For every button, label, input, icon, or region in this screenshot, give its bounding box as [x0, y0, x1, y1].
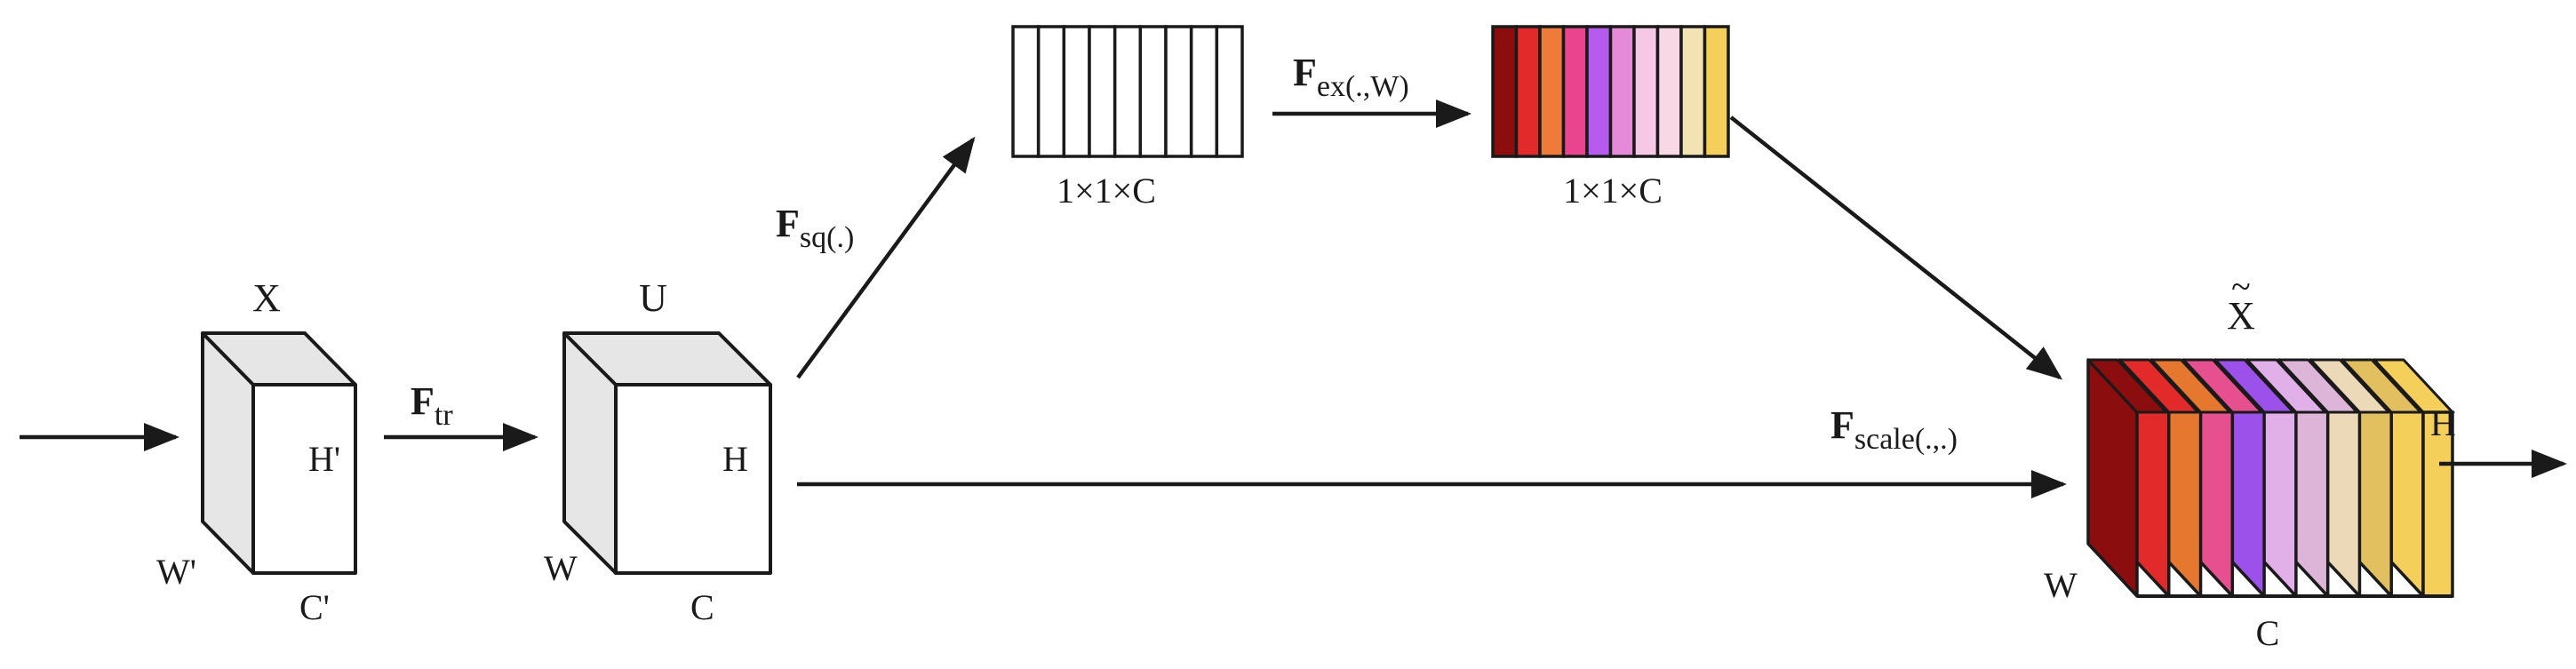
squeeze-vector-cell	[1011, 25, 1041, 158]
excite-vector-cell	[1491, 25, 1519, 158]
squeeze-vector-cell	[1036, 25, 1066, 158]
mid-cube-front-face	[614, 383, 772, 575]
squeeze-label-sub: sq(.)	[800, 221, 854, 254]
excite-vector-cell	[1585, 25, 1613, 158]
output-cube-width-label: W	[2044, 565, 2078, 605]
excite-vector-cell	[1514, 25, 1542, 158]
squeeze-vector-cell	[1088, 25, 1117, 158]
excite-label-sub: ex(.,W)	[1317, 70, 1409, 103]
squeeze-vector-cell	[1062, 25, 1091, 158]
scale-label: Fscale(.,.)	[1830, 403, 1958, 456]
output-cube-slice-top	[2213, 358, 2295, 414]
excite-label-main: F	[1293, 51, 1317, 94]
mid-cube-width-label: W	[544, 548, 578, 588]
output-cube-slice-top	[2150, 358, 2232, 414]
squeeze-label-main: F	[776, 202, 800, 245]
input-cube-channel-label: C'	[299, 587, 330, 627]
excite-vector-cell	[1632, 25, 1660, 158]
excite-vector-cell	[1703, 25, 1730, 158]
squeeze-vector-cell	[1189, 25, 1219, 158]
output-cube-front-face	[2421, 410, 2454, 598]
mid-cube-channel-label: C	[690, 587, 714, 627]
input-cube	[201, 331, 357, 575]
output-cube-slice-top	[2181, 358, 2263, 414]
output-cube-slice-top	[2277, 358, 2359, 414]
excite-vector-label: 1×1×C	[1563, 171, 1663, 211]
input-cube-front-face	[251, 383, 357, 575]
output-cube-top-label: X	[2227, 294, 2255, 338]
excite-vector-cell	[1655, 25, 1683, 158]
squeeze-vector-cell	[1215, 25, 1244, 158]
output-cube-slice-top	[2118, 358, 2200, 414]
transform-label-sub: tr	[435, 399, 453, 432]
output-cube-slice-top	[2309, 358, 2390, 414]
squeeze-arrow	[796, 136, 976, 379]
mid-cube-top-label: U	[639, 276, 667, 320]
excite-label: Fex(.,W)	[1293, 51, 1409, 103]
excite-vector-cell	[1679, 25, 1707, 158]
squeeze-vector	[1011, 25, 1244, 158]
scale-label-sub: scale(.,.)	[1854, 423, 1958, 456]
transform-label-main: F	[411, 379, 435, 423]
squeeze-vector-cell	[1138, 25, 1168, 158]
output-cube-top-accent: ~	[2231, 267, 2251, 307]
input-cube-height-label: H'	[308, 439, 340, 479]
output-cube	[2086, 358, 2454, 598]
excite-to-output-arrow	[1729, 115, 2063, 380]
input-cube-width-label: W'	[156, 552, 196, 592]
transform-label: Ftr	[411, 379, 453, 432]
mid-cube	[562, 331, 772, 575]
excite-vector	[1491, 25, 1730, 158]
output-cube-slice-top	[2086, 358, 2168, 414]
output-cube-slice-top	[2245, 358, 2327, 414]
excite-vector-cell	[1538, 25, 1566, 158]
input-cube-top-label: X	[252, 276, 281, 320]
scale-label-main: F	[1830, 403, 1854, 447]
squeeze-vector-cell	[1164, 25, 1193, 158]
excite-vector-cell	[1608, 25, 1636, 158]
output-cube-channel-label: C	[2256, 613, 2280, 653]
output-cube-height-label: H	[2430, 403, 2456, 443]
output-cube-slice-top	[2341, 358, 2422, 414]
squeeze-label: Fsq(.)	[776, 202, 854, 254]
excite-vector-cell	[1561, 25, 1589, 158]
squeeze-vector-label: 1×1×C	[1057, 171, 1156, 211]
squeeze-vector-cell	[1113, 25, 1143, 158]
mid-cube-height-label: H	[722, 439, 748, 479]
